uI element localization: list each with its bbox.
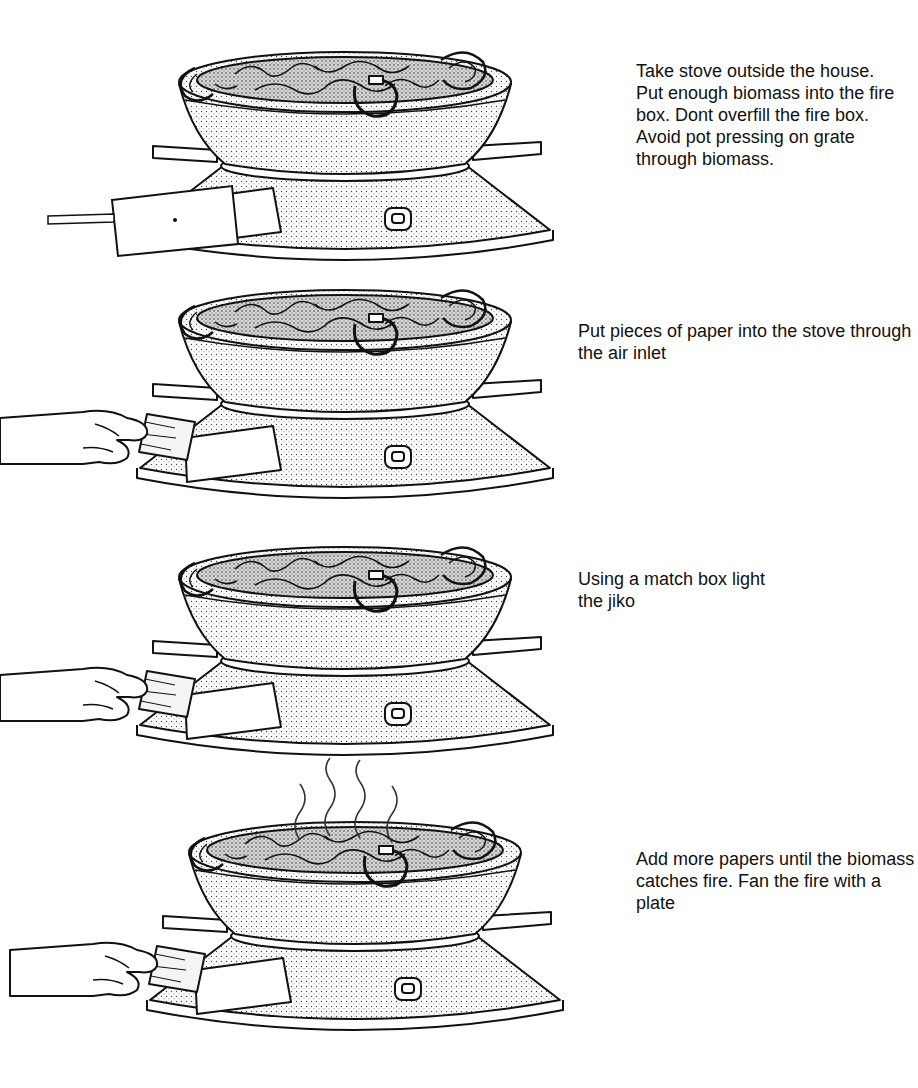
stove-drawing [48,52,553,260]
smoke [295,758,397,842]
door-handle [48,214,114,224]
stove-drawing [10,758,563,1030]
instruction-text: Add more papers until the biomass catche… [636,848,916,914]
stove-drawing [0,290,553,498]
door-dot [173,218,177,222]
instruction-text: Using a match box light the jiko [578,568,793,612]
door-sheet [112,186,238,256]
instruction-text: Put pieces of paper into the stove throu… [578,320,912,364]
instruction-text: Take stove outside the house. Put enough… [636,60,898,170]
stove-drawing [0,547,553,755]
